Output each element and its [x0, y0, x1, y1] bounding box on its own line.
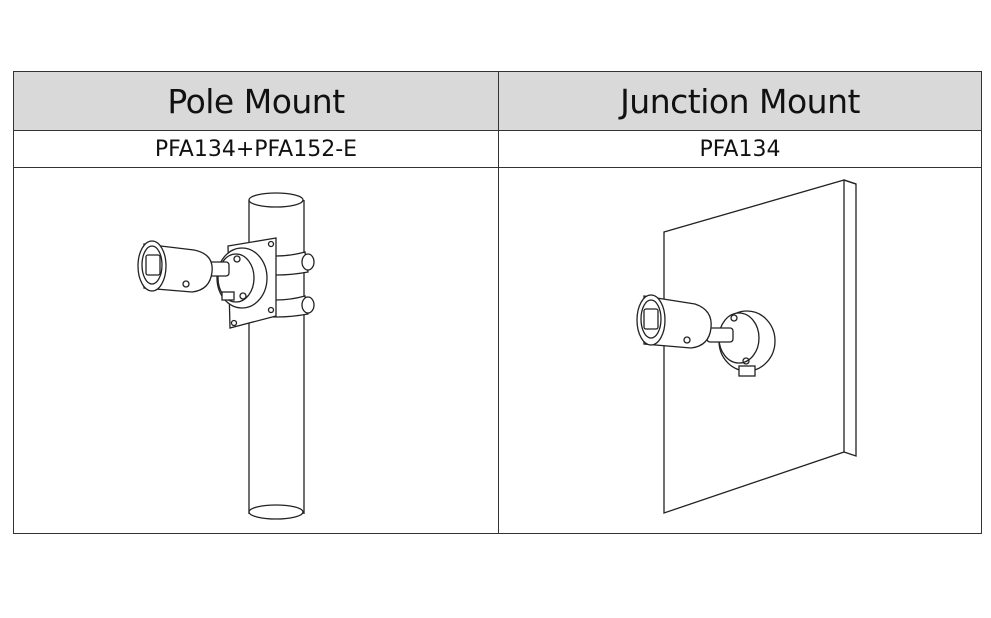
- header-row: Pole Mount Junction Mount: [13, 71, 982, 131]
- junction-mount-title: Junction Mount: [498, 71, 982, 131]
- wall-junction-box: [718, 310, 776, 377]
- pole-mount-illustration-cell: [13, 167, 499, 534]
- pole-mount-model: PFA134+PFA152-E: [13, 130, 499, 168]
- junction-mount-illustration-cell: [498, 167, 982, 534]
- wall-camera: [636, 294, 734, 349]
- junction-mount-illustration: [636, 179, 857, 514]
- junction-mount-model: PFA134: [498, 130, 982, 168]
- pole-camera: [137, 240, 230, 293]
- illustration-row: [13, 167, 982, 534]
- pole-junction-box: [216, 247, 268, 309]
- mount-table: Pole Mount Junction Mount PFA134+PFA152-…: [13, 71, 982, 534]
- pole-mount-title: Pole Mount: [13, 71, 499, 131]
- pole-mount-illustration: [137, 192, 315, 520]
- model-row: PFA134+PFA152-E PFA134: [13, 130, 982, 168]
